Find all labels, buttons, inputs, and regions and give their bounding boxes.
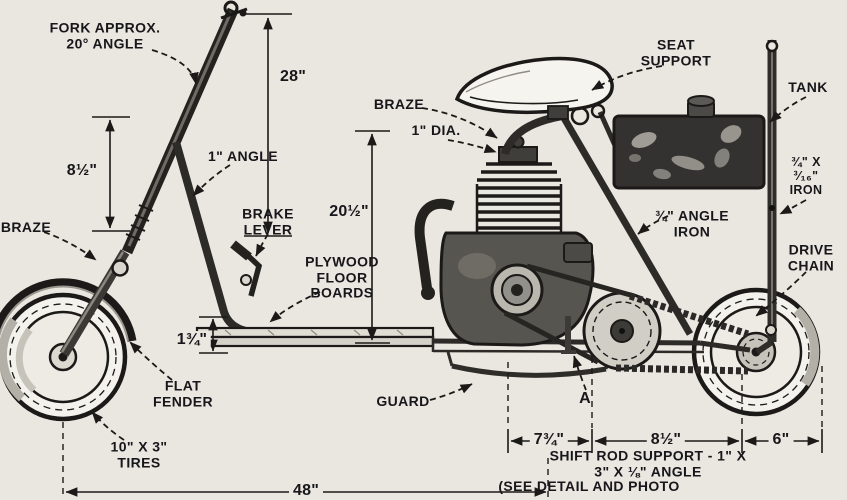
drive-chain xyxy=(615,292,750,375)
label-dim-6: 6" xyxy=(768,431,794,449)
floor-boards xyxy=(195,326,435,348)
seat xyxy=(454,56,614,126)
label-iron-strip: ¾" X ³⁄₁₆" IRON xyxy=(789,155,823,197)
label-dim-20-half: 20½" xyxy=(329,203,369,221)
label-tires: 10" X 3" TIRES xyxy=(110,438,168,470)
label-dim-8-half-fork: 8½" xyxy=(62,162,102,180)
label-dim-28: 28" xyxy=(280,68,306,86)
label-dim-48: 48" xyxy=(289,482,323,500)
label-flat-fender: FLAT FENDER xyxy=(153,377,213,409)
carburetor xyxy=(563,242,593,263)
tank-support-bar xyxy=(755,39,779,355)
seat-spring xyxy=(570,106,590,126)
fuel-tank xyxy=(612,95,766,190)
brake-pedal xyxy=(230,240,263,297)
label-fork-angle-note: FORK APPROX. 20° ANGLE xyxy=(49,19,161,51)
label-dim-7-3-4: 7¾" xyxy=(529,431,569,449)
jackshaft-pulley xyxy=(582,291,662,371)
rear-wheel xyxy=(691,287,821,417)
label-angle-iron: ¾" ANGLE IRON xyxy=(655,207,729,239)
seat-spring xyxy=(590,103,606,119)
label-drive-chain: DRIVE CHAIN xyxy=(787,241,835,273)
label-braze-left: BRAZE xyxy=(0,219,52,236)
exhaust-pipe xyxy=(414,198,455,300)
engine xyxy=(414,135,595,347)
front-fork xyxy=(59,0,248,357)
label-plywood-floor-boards: PLYWOOD FLOOR BOARDS xyxy=(305,253,379,301)
front-fender xyxy=(0,278,137,342)
label-brake-lever: BRAKE LEVER xyxy=(242,205,294,237)
label-tank: TANK xyxy=(788,79,828,96)
label-see-detail-note: (SEE DETAIL AND PHOTO xyxy=(498,478,680,495)
engine-pulley xyxy=(490,263,544,317)
cylinder-fins xyxy=(475,162,563,232)
label-braze-top: BRAZE xyxy=(373,96,425,113)
label-1in-dia: 1" DIA. xyxy=(411,122,461,139)
fork-spring xyxy=(125,204,154,241)
label-seat-support: SEAT SUPPORT xyxy=(640,36,712,68)
label-shift-rod-note: SHIFT ROD SUPPORT - 1" X 3" X ⅛" ANGLE xyxy=(549,447,747,479)
drive-belt xyxy=(503,263,635,365)
label-point-a: A xyxy=(579,390,591,408)
label-dim-1-3-4: 1¾" xyxy=(172,331,212,349)
label-1in-angle: 1" ANGLE xyxy=(208,148,278,165)
front-wheel xyxy=(0,292,128,422)
leader-arrows xyxy=(43,49,807,441)
label-dim-8-half-bottom: 8½" xyxy=(646,431,686,449)
shift-rod-support xyxy=(561,316,576,354)
label-guard: GUARD xyxy=(376,393,430,410)
handlebar-clamp xyxy=(220,0,248,20)
